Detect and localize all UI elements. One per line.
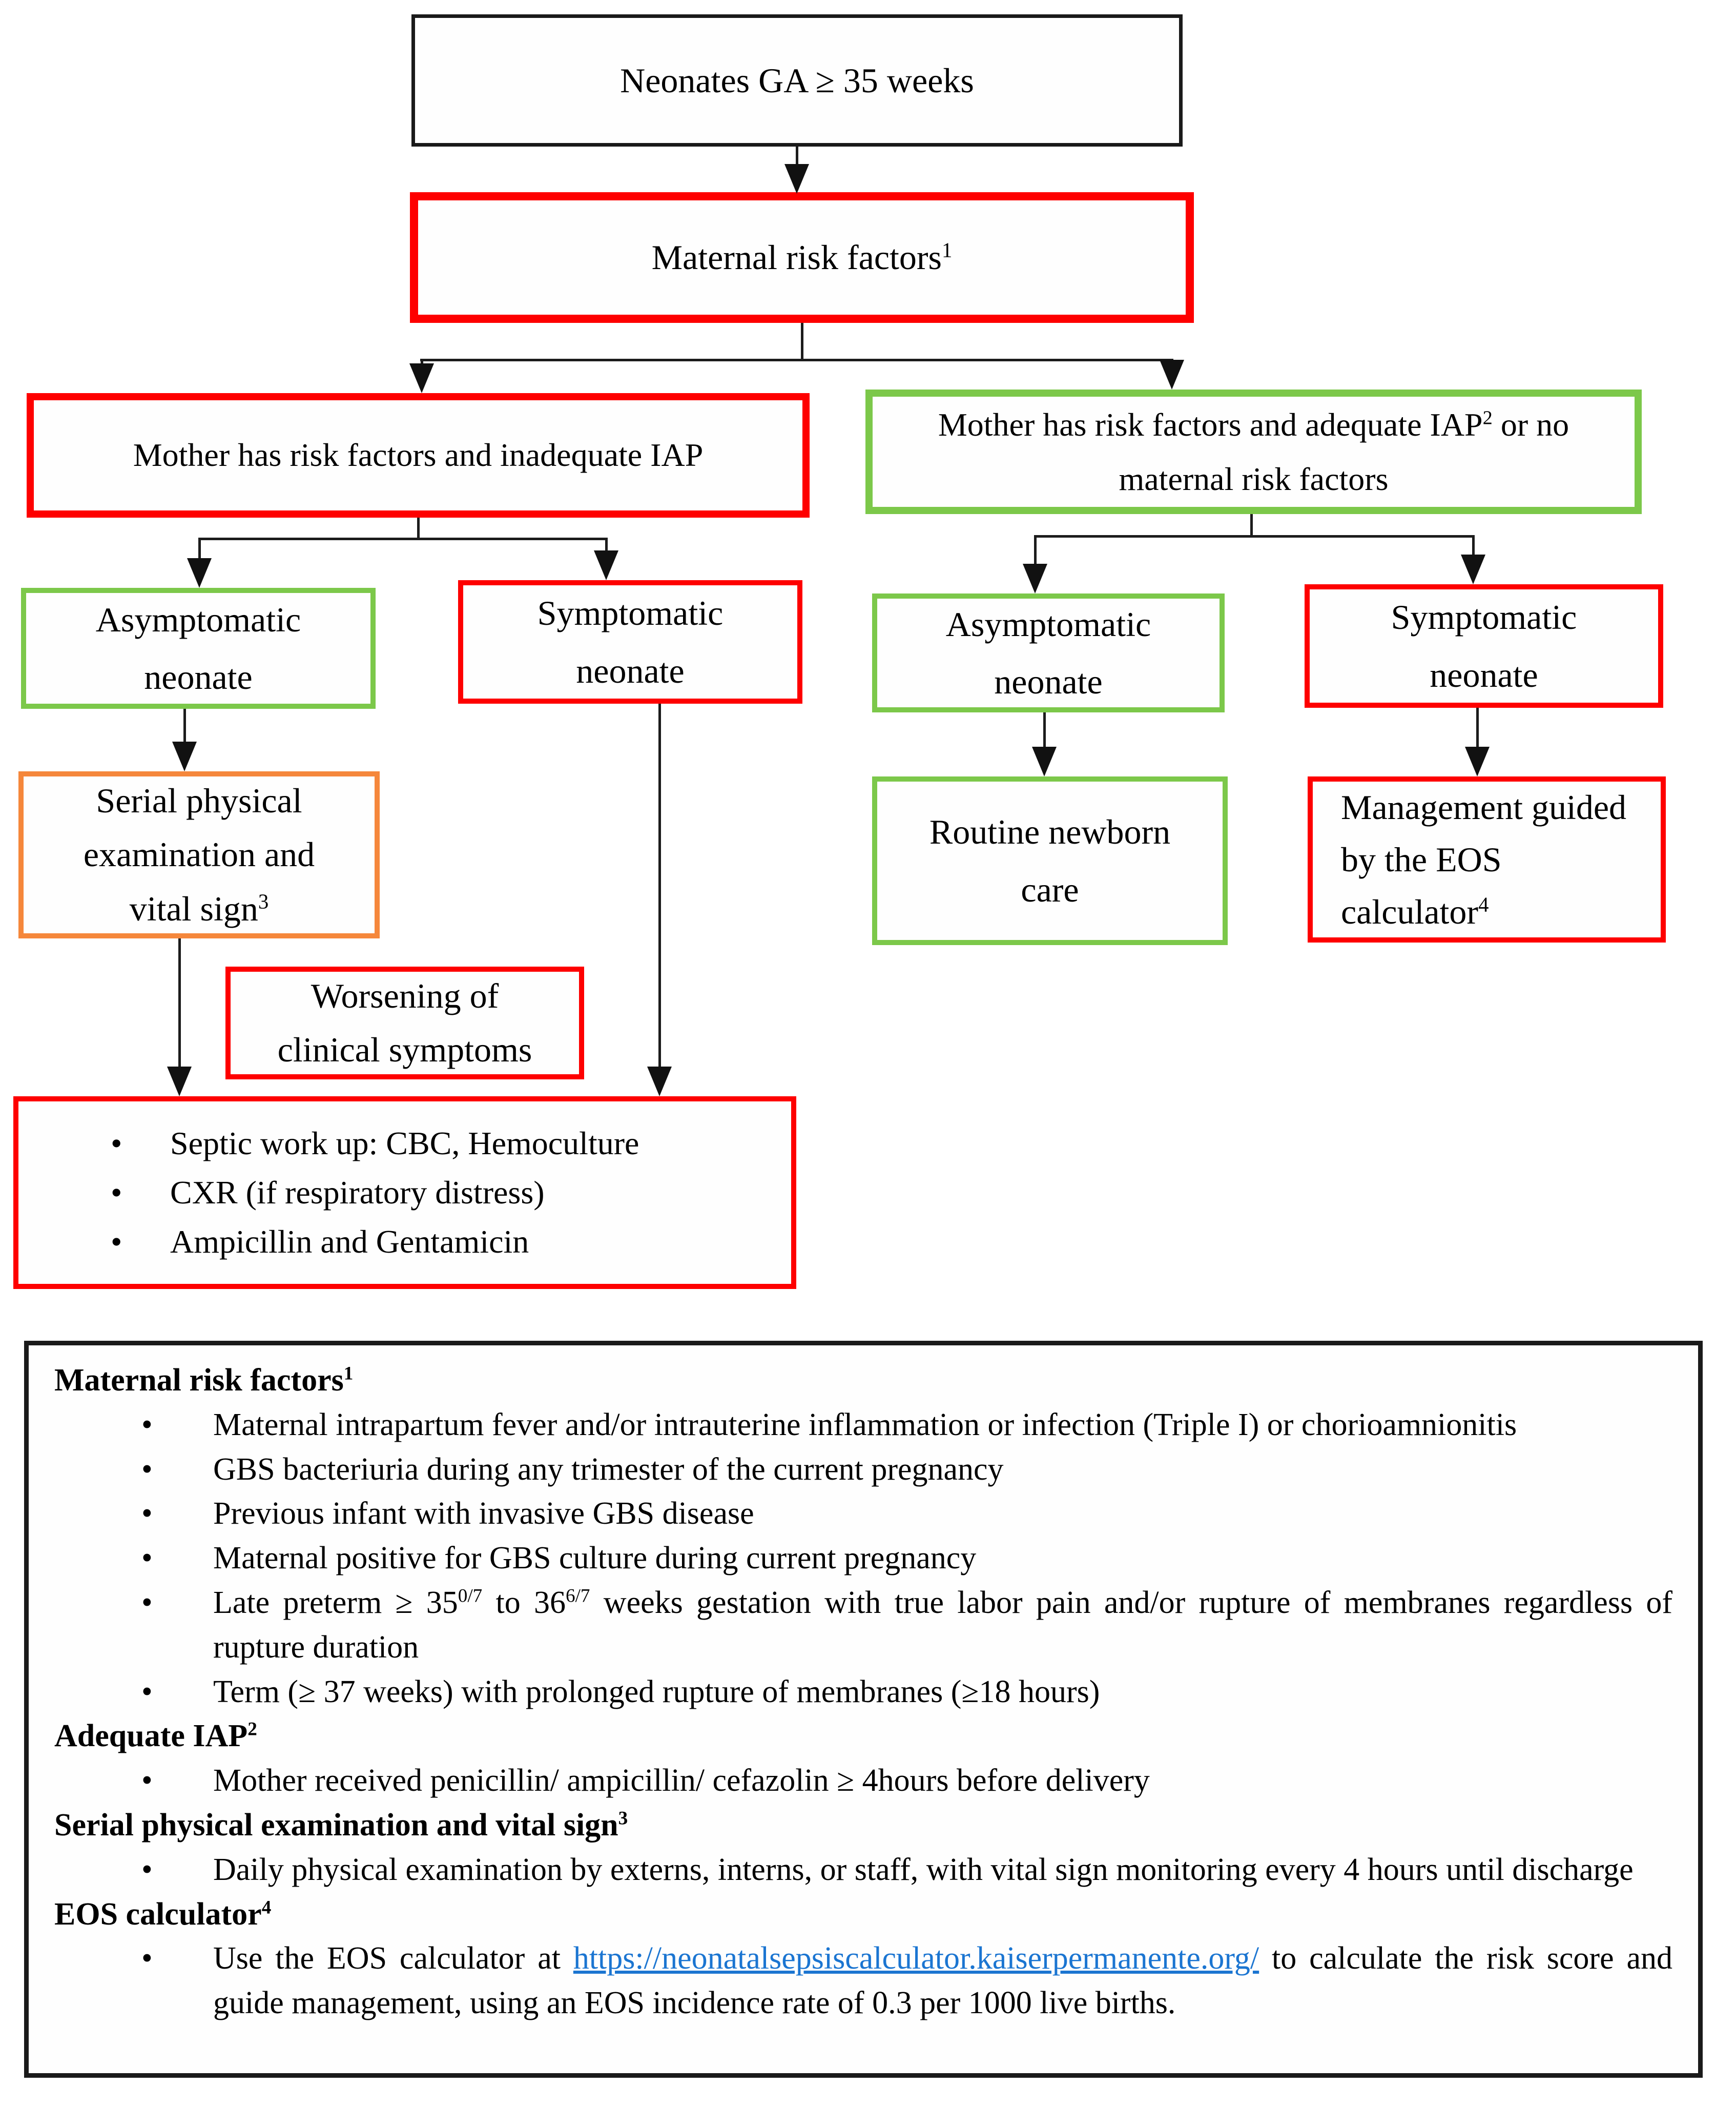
arrow-serial-to-septic-head (167, 1067, 192, 1096)
note-bullet: Mother received penicillin/ ampicillin/ … (54, 1758, 1672, 1803)
note-heading: EOS calculator4 (54, 1896, 272, 1932)
arrow-to-asym-left-head (187, 558, 212, 588)
superscript: 2 (1482, 407, 1493, 429)
note-bullet-list: Maternal intrapartum fever and/or intrau… (54, 1403, 1672, 1714)
list-item: CXR (if respiratory distress) (18, 1168, 639, 1217)
septic-workup-list: Septic work up: CBC, HemocultureCXR (if … (18, 1119, 639, 1266)
superscript: 3 (618, 1808, 628, 1829)
list-item: Septic work up: CBC, Hemoculture (18, 1119, 639, 1168)
arrow-sym-to-septic-shaft (658, 704, 661, 1068)
note-heading: Maternal risk factors1 (54, 1363, 354, 1398)
arrow-asym-to-serial-shaft (183, 709, 186, 743)
superscript: 4 (1478, 893, 1489, 916)
arrow-to-sym-right-shaft (1472, 535, 1475, 556)
note-bullet: Daily physical examination by externs, i… (54, 1848, 1672, 1892)
arrow-serial-to-septic-shaft (178, 938, 181, 1068)
connector-left-stub (417, 518, 420, 539)
node-septic-workup: Septic work up: CBC, HemocultureCXR (if … (13, 1096, 796, 1289)
node-label: Mother has risk factors and adequate IAP… (938, 406, 1569, 497)
arrow-to-sym-left-head (594, 550, 618, 580)
connector-maternal-split (420, 359, 1173, 361)
arrow-to-inadequate-shaft (421, 359, 423, 366)
note-bullet: Term (≥ 37 weeks) with prolonged rupture… (54, 1670, 1672, 1714)
arrow-asym-to-serial-head (172, 742, 197, 771)
connector-right-stub (1250, 514, 1253, 536)
footnotes-box: Maternal risk factors1Maternal intrapart… (24, 1341, 1703, 2078)
arrow-sym-to-eos-shaft (1476, 708, 1479, 748)
arrow-to-sym-right-head (1461, 555, 1485, 584)
connector-maternal-stub (801, 323, 803, 360)
arrow-sym-to-septic-head (647, 1067, 672, 1096)
note-heading: Serial physical examination and vital si… (54, 1807, 628, 1843)
note-bullet-list: Use the EOS calculator at https://neonat… (54, 1936, 1672, 2025)
superscript: 1 (942, 238, 953, 262)
arrow-to-sym-left-shaft (605, 538, 608, 552)
node-label: Mother has risk factors and inadequate I… (133, 437, 704, 474)
arrow-to-asym-left-shaft (198, 538, 201, 559)
superscript: 2 (247, 1718, 257, 1740)
arrow-asym-to-routine-head (1032, 747, 1057, 776)
eos-calculator-link[interactable]: https://neonatalsepsiscalculator.kaiserp… (573, 1941, 1259, 1976)
note-heading: Adequate IAP2 (54, 1718, 257, 1754)
arrow-to-asym-right-shaft (1034, 535, 1037, 565)
arrow-sym-to-eos-head (1465, 747, 1490, 776)
node-label: Maternal risk factors1 (651, 238, 953, 277)
superscript: 4 (261, 1896, 272, 1918)
node-adequate-iap: Mother has risk factors and adequate IAP… (865, 390, 1642, 514)
arrow-asym-to-routine-shaft (1043, 712, 1046, 748)
note-bullet: Maternal positive for GBS culture during… (54, 1536, 1672, 1581)
superscript: 3 (258, 890, 269, 913)
superscript: 1 (343, 1363, 354, 1384)
note-bullet: Late preterm ≥ 350/7 to 366/7 weeks gest… (54, 1581, 1672, 1670)
list-item: Ampicillin and Gentamicin (18, 1217, 639, 1266)
superscript: 0/7 (458, 1585, 483, 1607)
node-label: Neonates GA ≥ 35 weeks (620, 60, 974, 100)
superscript: 6/7 (566, 1585, 590, 1607)
note-bullet-list: Mother received penicillin/ ampicillin/ … (54, 1758, 1672, 1803)
arrow-neonates-to-maternal-shaft (796, 147, 798, 166)
note-bullet: Use the EOS calculator at https://neonat… (54, 1936, 1672, 2025)
note-bullet: Previous infant with invasive GBS diseas… (54, 1491, 1672, 1536)
node-inadequate-iap: Mother has risk factors and inadequate I… (27, 393, 810, 518)
node-neonates: Neonates GA ≥ 35 weeks (411, 14, 1183, 147)
arrow-to-adequate-head (1160, 360, 1184, 390)
arrow-to-inadequate-head (409, 363, 434, 393)
note-bullet: Maternal intrapartum fever and/or intrau… (54, 1403, 1672, 1447)
connector-left-split (199, 538, 607, 540)
arrow-to-asym-right-head (1023, 564, 1047, 593)
note-bullet-list: Daily physical examination by externs, i… (54, 1848, 1672, 1892)
connector-right-split (1035, 535, 1473, 538)
note-bullet: GBS bacteriuria during any trimester of … (54, 1447, 1672, 1492)
arrow-neonates-to-maternal-head (784, 164, 809, 194)
node-maternal-risk-factors: Maternal risk factors1 (410, 192, 1194, 323)
